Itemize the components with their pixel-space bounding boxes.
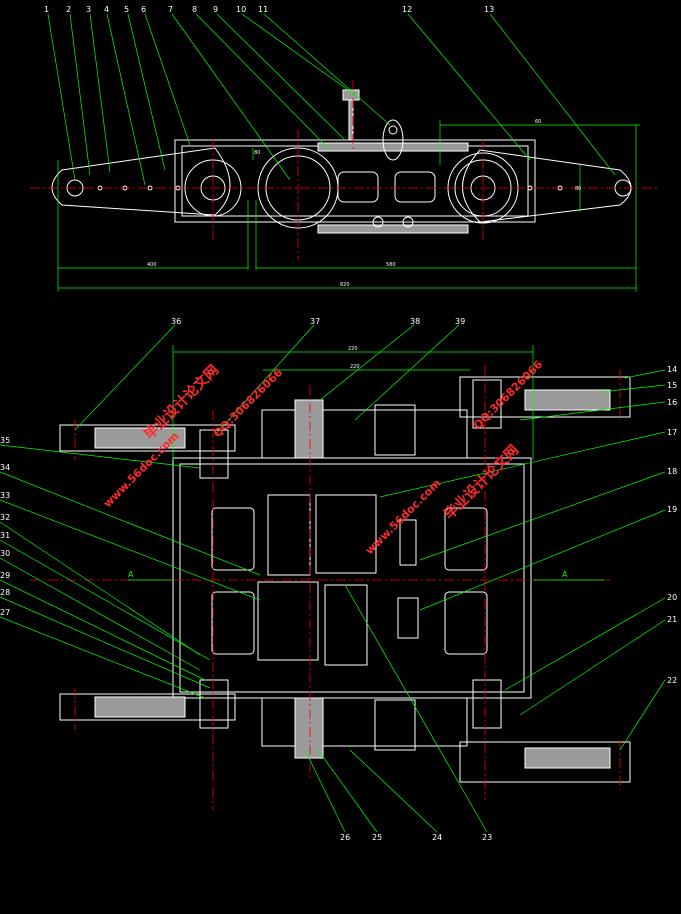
balloon-12: 12 — [402, 5, 412, 14]
slot-left — [337, 171, 379, 203]
balloon-2: 2 — [66, 5, 71, 14]
balloon-36: 36 — [171, 317, 181, 326]
right-lower-crawler — [459, 741, 631, 783]
balloon-9: 9 — [213, 5, 218, 14]
balloon-31: 31 — [0, 531, 10, 540]
lower-gearbox — [261, 697, 468, 747]
balloon-20: 20 — [667, 593, 677, 602]
dim-80b: 80 — [254, 150, 260, 156]
top-balloons: 1 2 3 4 5 6 7 8 9 10 11 12 13 — [44, 5, 494, 14]
balloon-5: 5 — [124, 5, 129, 14]
balloon-11: 11 — [258, 5, 268, 14]
balloon-33: 33 — [0, 491, 10, 500]
motor-left-upper — [211, 507, 255, 571]
balloon-34: 34 — [0, 463, 10, 472]
slot-right — [394, 171, 436, 203]
upper-gear-unit — [315, 494, 377, 574]
balloon-39: 39 — [455, 317, 465, 326]
motor-right-lower — [444, 591, 488, 655]
watermark-qq: QQ:306826066 — [211, 366, 285, 440]
balloon-14: 14 — [667, 365, 677, 374]
section-left: A — [128, 570, 134, 579]
top-dim-texts: 400 580 820 60 80 80 — [147, 119, 581, 288]
plan-balloons: 36 37 38 39 14 15 16 17 18 19 20 21 22 3… — [0, 317, 677, 842]
balloon-30: 30 — [0, 549, 10, 558]
left-upper-crawler — [59, 424, 236, 452]
balloon-26: 26 — [340, 833, 350, 842]
small-idler — [372, 216, 384, 228]
balloon-18: 18 — [667, 467, 677, 476]
plan-dimensions — [128, 345, 605, 581]
center-gear-unit — [257, 581, 319, 661]
lower-rack — [317, 224, 469, 234]
balloon-24: 24 — [432, 833, 442, 842]
balloon-10: 10 — [236, 5, 246, 14]
top-view — [51, 89, 632, 234]
upper-gearbox — [261, 409, 468, 459]
battery-block — [267, 494, 311, 576]
watermark-text-2: 毕业设计论文网 — [441, 442, 522, 523]
balloon-29: 29 — [0, 571, 10, 580]
dim-580: 580 — [386, 262, 396, 268]
section-right: A — [562, 570, 568, 579]
adjust-bolt-head — [342, 89, 360, 101]
balloon-28: 28 — [0, 588, 10, 597]
lift-ring — [382, 119, 404, 161]
plan-dim-220b: 220 — [350, 364, 360, 370]
balloon-4: 4 — [104, 5, 109, 14]
motor-left-lower — [211, 591, 255, 655]
balloon-27: 27 — [0, 608, 10, 617]
top-leaders — [47, 13, 616, 186]
upper-rack — [317, 142, 469, 152]
balloon-1: 1 — [44, 5, 49, 14]
dim-820: 820 — [340, 282, 350, 288]
left-crawler-arm — [51, 147, 231, 216]
balloon-25: 25 — [372, 833, 382, 842]
balloon-7: 7 — [168, 5, 173, 14]
balloon-37: 37 — [310, 317, 320, 326]
plan-leaders — [0, 324, 666, 833]
balloon-16: 16 — [667, 398, 677, 407]
top-dimensions — [57, 120, 640, 292]
balloon-22: 22 — [667, 676, 677, 685]
motor-right-upper — [444, 507, 488, 571]
plan-centerlines — [30, 365, 621, 810]
balloon-6: 6 — [141, 5, 146, 14]
balloon-35: 35 — [0, 436, 10, 445]
balloon-13: 13 — [484, 5, 494, 14]
balloon-8: 8 — [192, 5, 197, 14]
body-frame — [174, 139, 536, 223]
balloon-15: 15 — [667, 381, 677, 390]
left-lower-crawler — [59, 693, 236, 721]
plan-view — [59, 376, 631, 783]
dim-60: 60 — [535, 119, 541, 125]
plan-dim-220: 220 — [348, 346, 358, 352]
balloon-19: 19 — [667, 505, 677, 514]
balloon-17: 17 — [667, 428, 677, 437]
top-centerlines — [30, 80, 660, 260]
balloon-38: 38 — [410, 317, 420, 326]
balloon-21: 21 — [667, 615, 677, 624]
dim-80: 80 — [575, 186, 581, 192]
watermark-url-2: www.56doc.com — [363, 477, 444, 558]
battery-block-2 — [324, 584, 368, 666]
dim-400: 400 — [147, 262, 157, 268]
balloon-3: 3 — [86, 5, 91, 14]
balloon-32: 32 — [0, 513, 10, 522]
balloon-23: 23 — [482, 833, 492, 842]
